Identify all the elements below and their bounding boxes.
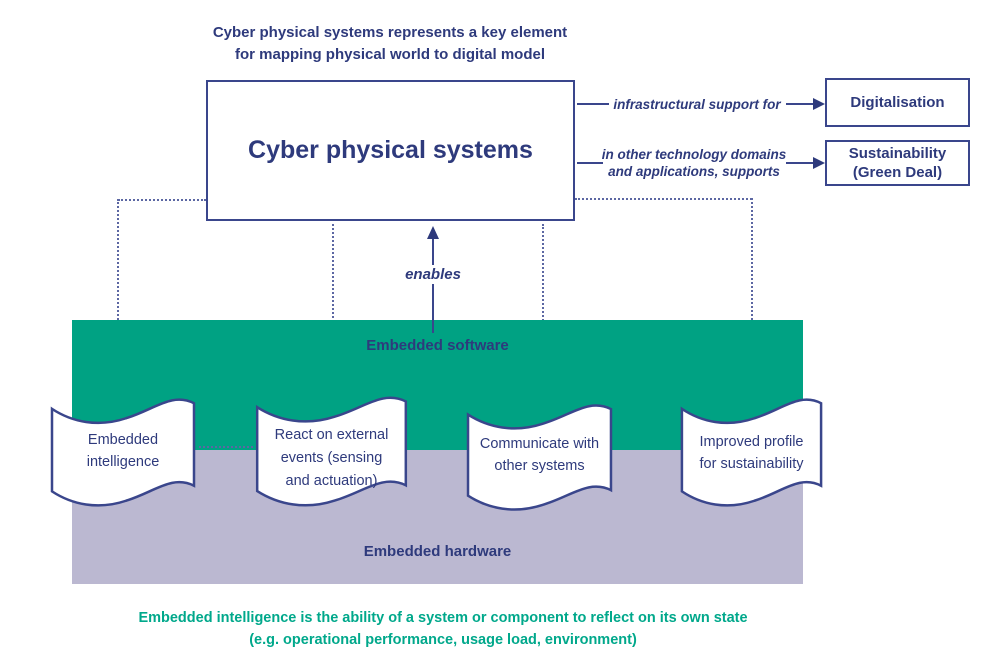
flag-text-line: events (sensing [280, 450, 383, 466]
flag-communicate: Communicate with other systems [464, 433, 615, 477]
flag-text-line: other systems [494, 458, 585, 474]
flag-text-line: Embedded [87, 432, 159, 448]
digitalisation-label: Digitalisation [850, 94, 945, 111]
diagram-title-line1: Cyber physical systems represents a key … [212, 24, 568, 41]
connector-line-digitalisation-stub [577, 103, 609, 105]
dotted-line-mid-right-vertical [542, 224, 544, 404]
dotted-line-right-vertical [751, 198, 753, 396]
connector-line-digitalisation-arrow [786, 103, 814, 105]
diagram-title: Cyber physical systems represents a key … [0, 22, 780, 66]
sustainability-box: Sustainability (Green Deal) [825, 140, 970, 186]
connector-line-sustainability-stub [577, 162, 603, 164]
flag-shape-embedded-intelligence [48, 392, 198, 512]
embedded-software-label: Embedded software [366, 337, 509, 354]
dotted-line-left-horizontal [118, 199, 206, 201]
flag-text-line: intelligence [86, 454, 160, 470]
embedded-hardware-label: Embedded hardware [363, 543, 512, 560]
sustainability-label-line2: (Green Deal) [852, 164, 943, 181]
flag-text-line: Communicate with [479, 436, 600, 452]
relation-label-sustainability: in other technology domains and applicat… [600, 146, 788, 180]
arrow-right-icon [813, 98, 825, 110]
flag-text-line: Improved profile [699, 434, 804, 450]
relation-label-sustainability-line2: and applications, supports [608, 164, 780, 179]
sustainability-label-line1: Sustainability [848, 145, 947, 162]
dotted-line-left-vertical [117, 199, 119, 395]
flag-react-events: React on external events (sensing and ac… [253, 424, 410, 493]
connector-line-sustainability-arrow [786, 162, 814, 164]
flag-shape-react-events [253, 390, 410, 512]
footnote-line1: Embedded intelligence is the ability of … [138, 610, 748, 626]
relation-label-sustainability-line1: in other technology domains [601, 147, 787, 162]
flag-text-line: and actuation) [285, 473, 378, 489]
digitalisation-box: Digitalisation [825, 78, 970, 127]
enables-label: enables [401, 265, 465, 284]
flag-shape-communicate [464, 398, 615, 516]
footnote-line2: (e.g. operational performance, usage loa… [249, 632, 637, 648]
flag-shape-improved-profile [678, 392, 825, 512]
cyber-physical-systems-box: Cyber physical systems [206, 80, 575, 221]
enables-arrow-line [432, 238, 434, 333]
cyber-physical-systems-label: Cyber physical systems [248, 136, 533, 164]
flag-text-line: for sustainability [699, 456, 804, 472]
footnote: Embedded intelligence is the ability of … [0, 607, 886, 651]
dotted-line-right-horizontal [575, 198, 752, 200]
relation-label-digitalisation: infrastructural support for [613, 97, 781, 112]
dotted-line-boundary-segment [199, 446, 253, 448]
flag-text-line: React on external [274, 427, 389, 443]
diagram-title-line2: for mapping physical world to digital mo… [234, 46, 546, 63]
arrow-up-icon [427, 226, 439, 239]
dotted-line-mid-left-vertical [332, 224, 334, 394]
arrow-right-icon [813, 157, 825, 169]
flag-embedded-intelligence: Embedded intelligence [48, 429, 198, 473]
flag-improved-profile: Improved profile for sustainability [678, 431, 825, 475]
